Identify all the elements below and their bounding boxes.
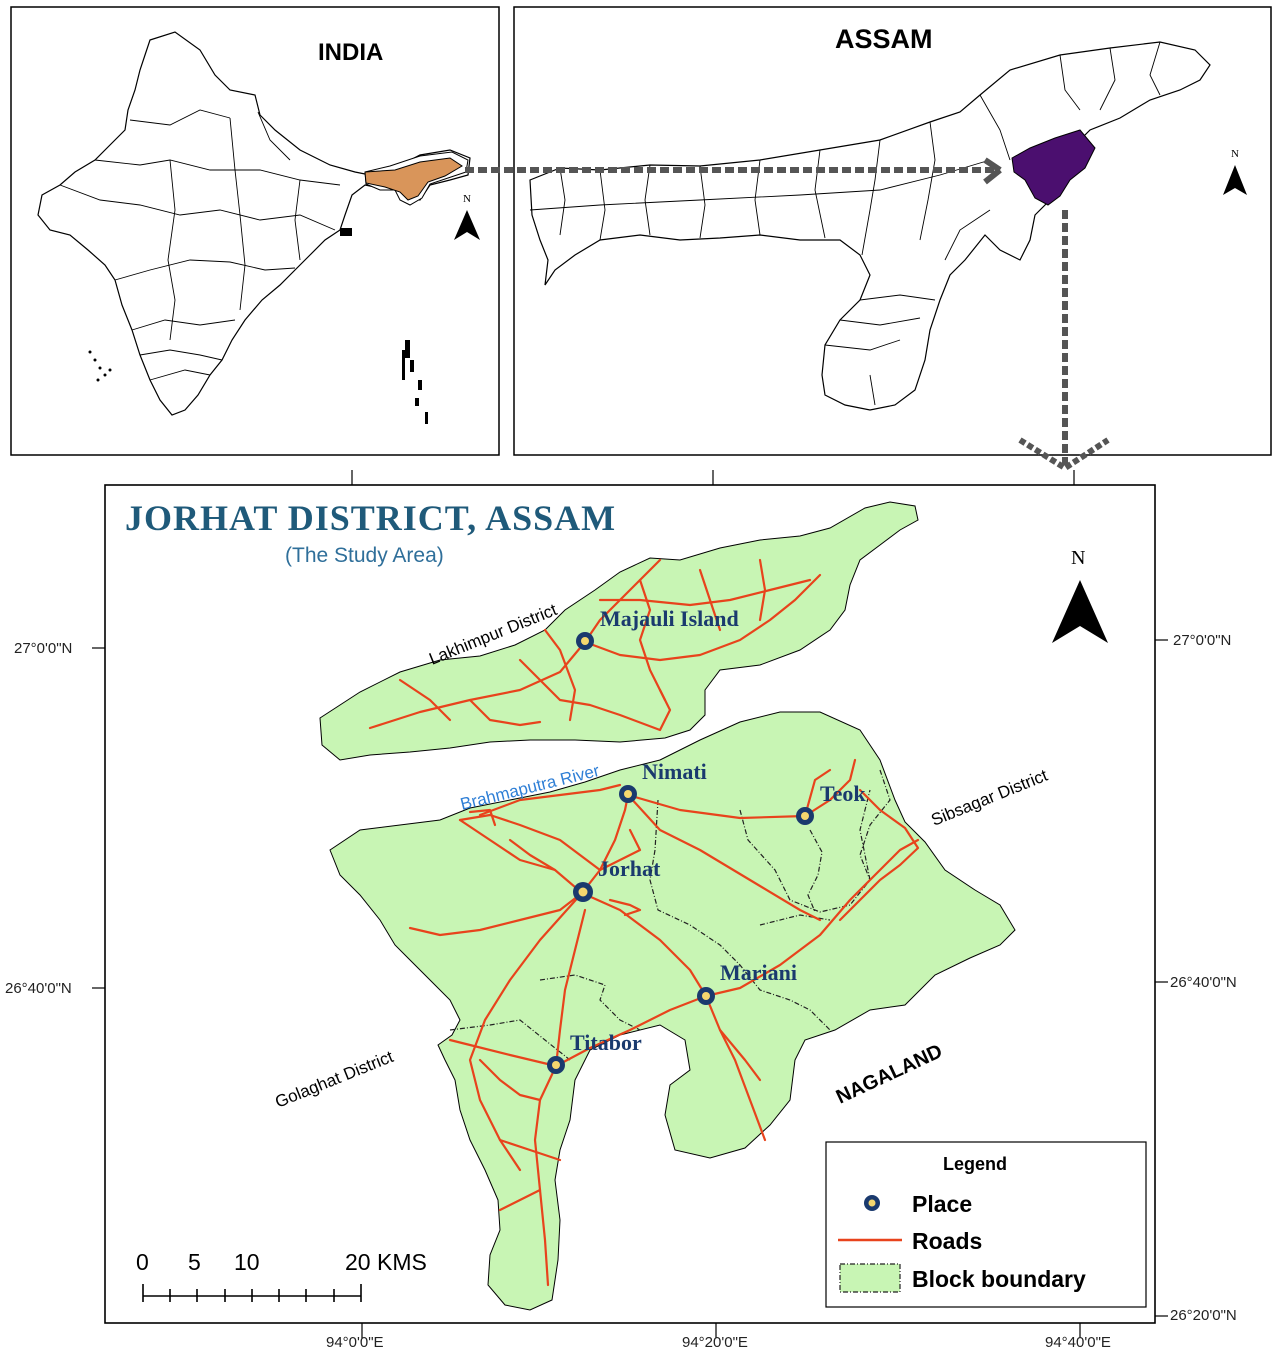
main-map-title: JORHAT DISTRICT, ASSAM bbox=[125, 498, 616, 538]
lon-label-94-0: 94°0'0"E bbox=[326, 1334, 384, 1351]
north-arrow-icon bbox=[1052, 580, 1108, 643]
india-outline bbox=[37, 31, 471, 416]
bay-island-mark bbox=[340, 228, 352, 236]
north-arrow-icon bbox=[1223, 165, 1247, 195]
legend-place-label: Place bbox=[912, 1191, 972, 1217]
lat-label-left-27: 27°0'0"N bbox=[14, 640, 72, 657]
legend-roads-label: Roads bbox=[912, 1228, 982, 1254]
main-map-subtitle: (The Study Area) bbox=[285, 544, 444, 567]
place-label-jorhat: Jorhat bbox=[598, 856, 661, 881]
majauli-island-landmass bbox=[319, 501, 919, 761]
place-labels: Majauli Island Nimati Teok Jorhat Marian… bbox=[570, 606, 866, 1055]
lat-label-right-26-20: 26°20'0"N bbox=[1170, 1307, 1237, 1324]
north-arrow-icon bbox=[454, 210, 480, 240]
place-label-mariani: Mariani bbox=[720, 960, 797, 985]
india-north-arrow: N bbox=[454, 193, 480, 240]
india-panel-title: INDIA bbox=[318, 39, 383, 66]
legend-place-symbol bbox=[864, 1195, 880, 1211]
place-label-titabor: Titabor bbox=[570, 1030, 642, 1055]
map-legend: Legend Place Roads Block boundary bbox=[825, 1141, 1147, 1308]
jorhat-main-map-panel: Majauli Island Nimati Teok Jorhat Marian… bbox=[5, 470, 1237, 1351]
assam-north-label: N bbox=[1231, 148, 1239, 160]
india-inset-panel: INDIA N bbox=[10, 6, 500, 456]
place-label-teok: Teok bbox=[820, 781, 866, 806]
scale-tick-5: 5 bbox=[188, 1249, 201, 1275]
assam-north-arrow: N bbox=[1223, 148, 1247, 195]
lakshadweep-islands bbox=[88, 350, 112, 382]
assam-jorhat-highlight bbox=[1011, 129, 1096, 206]
legend-block-symbol bbox=[839, 1263, 901, 1293]
place-marker-jorhat bbox=[573, 882, 593, 902]
legend-block-label: Block boundary bbox=[912, 1266, 1086, 1292]
place-label-majauli: Majauli Island bbox=[600, 606, 739, 631]
place-marker-nimati bbox=[619, 785, 637, 803]
india-north-label: N bbox=[463, 193, 471, 205]
lon-label-94-20: 94°20'0"E bbox=[682, 1334, 748, 1351]
jorhat-district-landmass bbox=[329, 711, 1016, 1311]
main-north-label: N bbox=[1071, 547, 1085, 569]
assam-outline bbox=[529, 41, 1211, 411]
place-marker-mariani bbox=[697, 987, 715, 1005]
scale-tick-10: 10 bbox=[234, 1249, 260, 1275]
assam-panel-title: ASSAM bbox=[835, 24, 933, 54]
block-boundaries bbox=[449, 769, 891, 1061]
lat-label-right-26-40: 26°40'0"N bbox=[1170, 974, 1237, 991]
scale-tick-20: 20 KMS bbox=[345, 1249, 427, 1275]
scale-tick-0: 0 bbox=[136, 1249, 149, 1275]
andaman-islands bbox=[402, 340, 428, 424]
lon-label-94-40: 94°40'0"E bbox=[1045, 1334, 1111, 1351]
india-state-boundaries bbox=[59, 109, 341, 381]
place-marker-majauli bbox=[576, 632, 594, 650]
assam-district-boundaries bbox=[529, 41, 1161, 406]
lat-label-right-27: 27°0'0"N bbox=[1173, 632, 1231, 649]
legend-title: Legend bbox=[943, 1154, 1007, 1174]
scale-bar: 0 5 10 20 KMS bbox=[136, 1249, 427, 1302]
place-label-nimati: Nimati bbox=[642, 759, 707, 784]
road-network bbox=[368, 558, 920, 1287]
place-markers bbox=[547, 632, 814, 1074]
lat-label-left-26-40: 26°40'0"N bbox=[5, 980, 72, 997]
india-assam-highlight bbox=[364, 157, 463, 201]
main-north-arrow: N bbox=[1052, 547, 1108, 643]
locator-connector-arrows bbox=[465, 157, 1110, 472]
assam-inset-panel: ASSAM N bbox=[513, 6, 1272, 456]
graticule-ticks bbox=[92, 470, 1168, 1338]
place-marker-titabor bbox=[547, 1056, 565, 1074]
place-marker-teok bbox=[796, 807, 814, 825]
